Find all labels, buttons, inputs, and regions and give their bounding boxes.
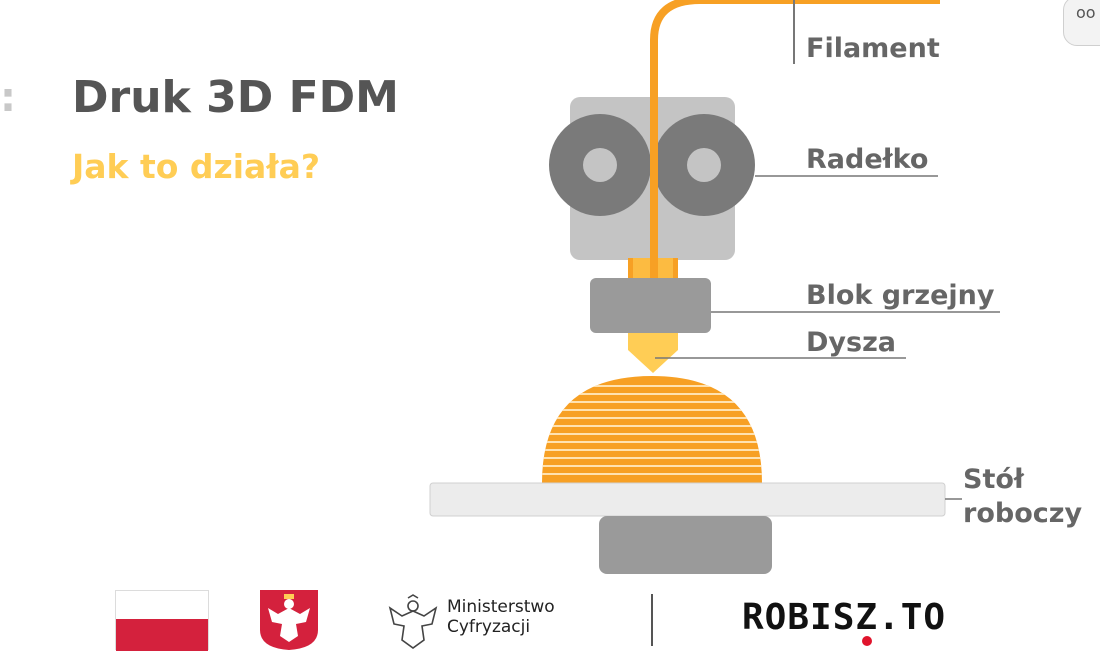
ministry-eagle-icon <box>388 594 438 649</box>
filament-strand <box>650 0 940 290</box>
label-radelko: Radełko <box>806 144 929 175</box>
gear-left-icon <box>549 114 651 216</box>
page-subtitle: Jak to działa? <box>72 147 320 186</box>
label-dysza: Dysza <box>806 327 897 358</box>
gear-right-icon <box>653 114 755 216</box>
build-table <box>429 482 946 517</box>
page-title: Druk 3D FDM <box>72 72 399 123</box>
label-blok-grzejny: Blok grzejny <box>806 280 995 311</box>
corner-menu-button[interactable]: oo <box>1063 0 1100 46</box>
title-marker: : <box>0 75 16 121</box>
label-stol-roboczy: Stół roboczy <box>963 464 1083 529</box>
brand-logo: ROBISZ.TO <box>742 597 947 638</box>
table-base <box>599 516 772 574</box>
printed-object <box>542 376 762 483</box>
label-filament: Filament <box>806 33 940 64</box>
brand-logo-dot <box>862 636 872 646</box>
polish-eagle-emblem-icon <box>260 590 318 650</box>
ministry-name: Ministerstwo Cyfryzacji <box>447 597 555 637</box>
footer-divider <box>651 594 653 646</box>
heater-block <box>590 278 711 333</box>
polish-flag-icon <box>115 590 209 651</box>
nozzle <box>628 333 678 373</box>
more-options-icon: oo <box>1076 3 1096 22</box>
